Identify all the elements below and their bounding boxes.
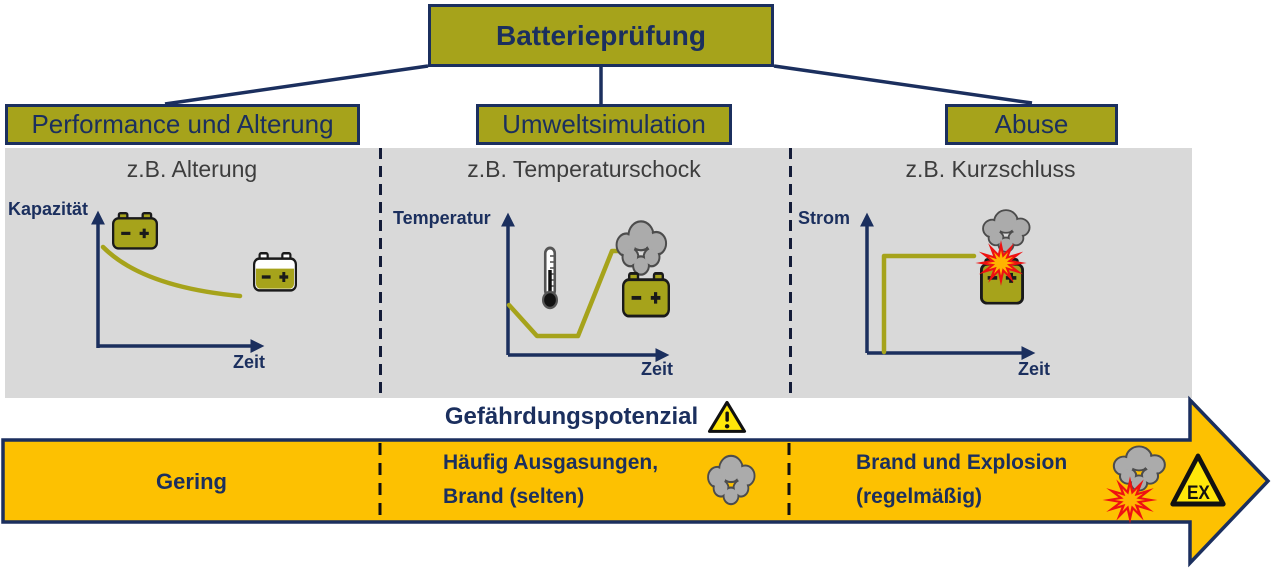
temperature-curve xyxy=(506,248,627,339)
branch-label: Abuse xyxy=(994,109,1069,139)
panel-title: z.B. Temperaturschock xyxy=(467,156,701,182)
branch-box-abuse: Abuse xyxy=(945,104,1118,145)
panel-title: z.B. Alterung xyxy=(126,156,258,182)
branch-label: Umweltsimulation xyxy=(502,109,706,139)
thermal-shock-chart xyxy=(379,148,670,398)
current-curve xyxy=(881,253,977,355)
arrow-section-brand-explosion: Brand und Explosion (regelmäßig) xyxy=(856,446,1067,514)
connector-right xyxy=(773,64,1033,105)
y-axis-label: Kapazität xyxy=(8,199,89,219)
y-axis-label: Strom xyxy=(798,208,851,228)
arrow-section-gering: Gering xyxy=(3,440,380,523)
root-box-batteriepruefung: Batterieprüfung xyxy=(428,4,774,67)
smoke-cloud-icon xyxy=(615,220,668,276)
ex-warning-icon xyxy=(1169,452,1227,515)
battery-full-icon xyxy=(622,272,670,318)
warning-triangle-icon xyxy=(708,400,747,433)
y-axis-label: Temperatur xyxy=(393,208,491,228)
smoke-cloud-icon xyxy=(700,451,762,514)
arrow-section-label-line2: (regelmäßig) xyxy=(856,485,983,508)
branch-label: Performance und Alterung xyxy=(31,109,334,139)
arrow-section-label-line2: Brand (selten) xyxy=(443,485,585,508)
panel-title: z.B. Kurzschluss xyxy=(905,156,1076,182)
aging-chart xyxy=(91,210,297,353)
arrow-section-ausgasungen: Häufig Ausgasungen, Brand (selten) xyxy=(443,446,658,514)
panel-kurzschluss: z.B. Kurzschluss Strom Zeit xyxy=(789,148,1192,398)
arrow-section-label-line1: Brand und Explosion xyxy=(856,451,1068,474)
x-axis-label: Zeit xyxy=(641,359,674,379)
battery-degraded-icon xyxy=(253,252,297,292)
hazard-row: Gefährdungspotenzial xyxy=(0,398,1192,436)
hazard-title: Gefährdungspotenzial xyxy=(444,403,699,430)
panel-temperaturschock: z.B. Temperaturschock Temperatur Zeit xyxy=(379,148,789,398)
short-circuit-chart xyxy=(789,148,1036,398)
capacity-curve xyxy=(100,244,243,299)
panel-alterung: z.B. Alterung Kapazität Zeit xyxy=(5,148,379,398)
branch-box-umweltsimulation: Umweltsimulation xyxy=(476,104,732,145)
x-axis-label: Zeit xyxy=(233,352,266,372)
battery-full-icon xyxy=(112,212,158,250)
branch-box-performance: Performance und Alterung xyxy=(5,104,360,145)
explosion-icon xyxy=(1100,474,1160,531)
diagram-title: Batterieprüfung xyxy=(496,19,706,51)
connector-left xyxy=(164,64,429,106)
thermometer-icon xyxy=(541,246,559,310)
x-axis-label: Zeit xyxy=(1018,359,1051,379)
arrow-section-label: Gering xyxy=(156,468,227,494)
arrow-section-label-line1: Häufig Ausgasungen, xyxy=(443,451,659,474)
